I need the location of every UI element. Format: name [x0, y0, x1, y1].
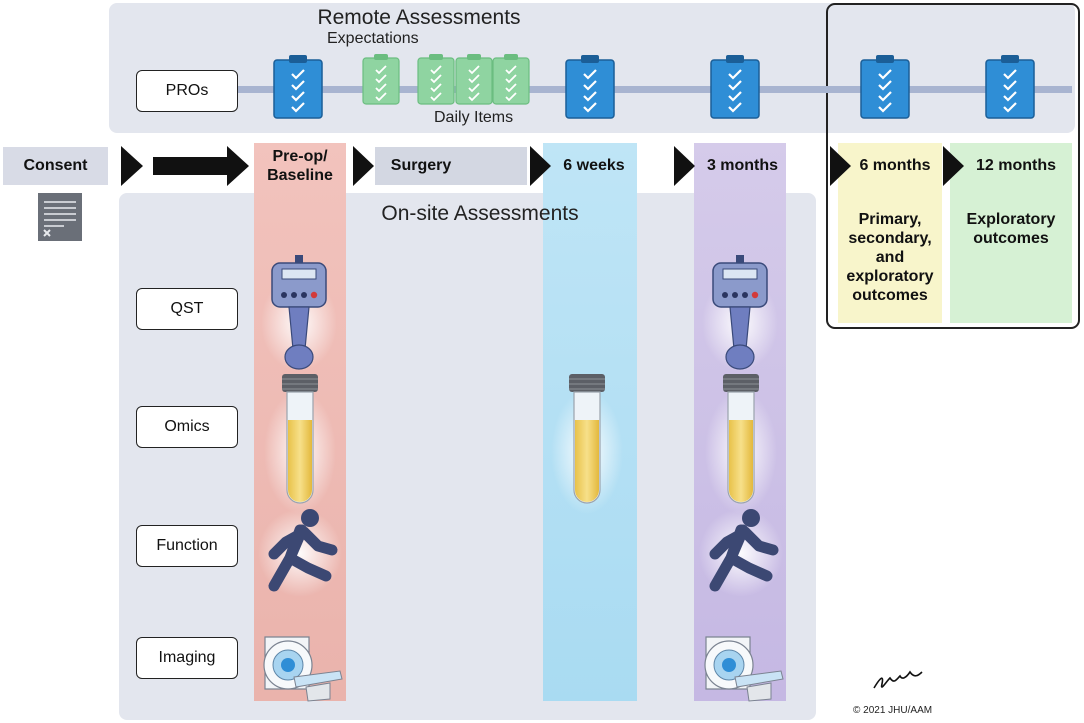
pros-label: PROs	[136, 70, 238, 112]
timeline-arrow	[353, 146, 374, 186]
clipboard-checklist-icon	[564, 53, 616, 120]
clipboard-checklist-icon	[859, 53, 911, 120]
six-months-column	[838, 143, 942, 323]
timeline-arrow	[530, 146, 551, 186]
walking-person-icon	[699, 509, 783, 597]
six-month-outcomes: Primary, secondary, and exploratory outc…	[838, 210, 942, 305]
timeline-arrow	[830, 146, 851, 186]
twelve-month-outcomes: Exploratory outcomes	[950, 210, 1072, 248]
walking-person-icon	[258, 509, 342, 597]
omics-label: Omics	[136, 406, 238, 448]
baseline-label-line2: Baseline	[267, 167, 333, 184]
timeline-arrow	[674, 146, 695, 186]
pro-timeline-line	[238, 86, 1072, 93]
consent-form-icon	[38, 193, 82, 241]
expectations-label: Expectations	[327, 30, 419, 47]
qst-label: QST	[136, 288, 238, 330]
clipboard-checklist-icon	[492, 53, 530, 105]
surgery-box	[375, 147, 527, 185]
daily-items-label: Daily Items	[434, 109, 514, 126]
outcome-line: outcomes	[852, 287, 928, 304]
blood-tube-icon	[550, 373, 624, 515]
outcome-line: Exploratory	[966, 211, 1056, 228]
function-label: Function	[136, 525, 238, 567]
clipboard-checklist-icon	[362, 53, 400, 105]
twelve-months-column	[950, 143, 1072, 323]
imaging-label: Imaging	[136, 637, 238, 679]
twelve-months-label: 12 months	[975, 157, 1056, 174]
clipboard-checklist-icon	[984, 53, 1036, 120]
surgery-label: Surgery	[390, 157, 452, 174]
clipboard-checklist-icon	[455, 53, 493, 105]
timeline-arrow	[943, 146, 964, 186]
outcome-line: secondary,	[848, 230, 932, 247]
qst-algometer-icon	[701, 254, 779, 372]
mri-scanner-icon	[263, 636, 343, 702]
six-weeks-label: 6 weeks	[563, 157, 625, 174]
blood-tube-icon	[704, 373, 778, 515]
clipboard-checklist-icon	[272, 53, 324, 120]
timeline-arrow	[121, 146, 143, 186]
outcome-frame	[826, 3, 1080, 329]
copyright-text: © 2021 JHU/AAM	[853, 705, 933, 716]
outcome-line: exploratory	[846, 268, 934, 285]
remote-assessments-title: Remote Assessments	[317, 6, 521, 29]
clipboard-checklist-icon	[709, 53, 761, 120]
consent-box	[3, 147, 108, 185]
signature-icon	[873, 670, 923, 689]
blood-tube-icon	[263, 373, 337, 515]
six-months-label: 6 months	[859, 157, 931, 174]
outcome-line: Primary,	[858, 211, 922, 228]
timeline-arrow	[153, 146, 249, 186]
clipboard-checklist-icon	[417, 53, 455, 105]
consent-label: Consent	[23, 157, 88, 174]
outcome-line: and	[875, 249, 905, 266]
three-months-label: 3 months	[706, 157, 779, 174]
qst-algometer-icon	[260, 254, 338, 372]
mri-scanner-icon	[704, 636, 784, 702]
outcome-line: outcomes	[973, 230, 1049, 247]
baseline-label-line1: Pre-op/	[272, 148, 328, 165]
onsite-assessments-title: On-site Assessments	[381, 202, 579, 225]
